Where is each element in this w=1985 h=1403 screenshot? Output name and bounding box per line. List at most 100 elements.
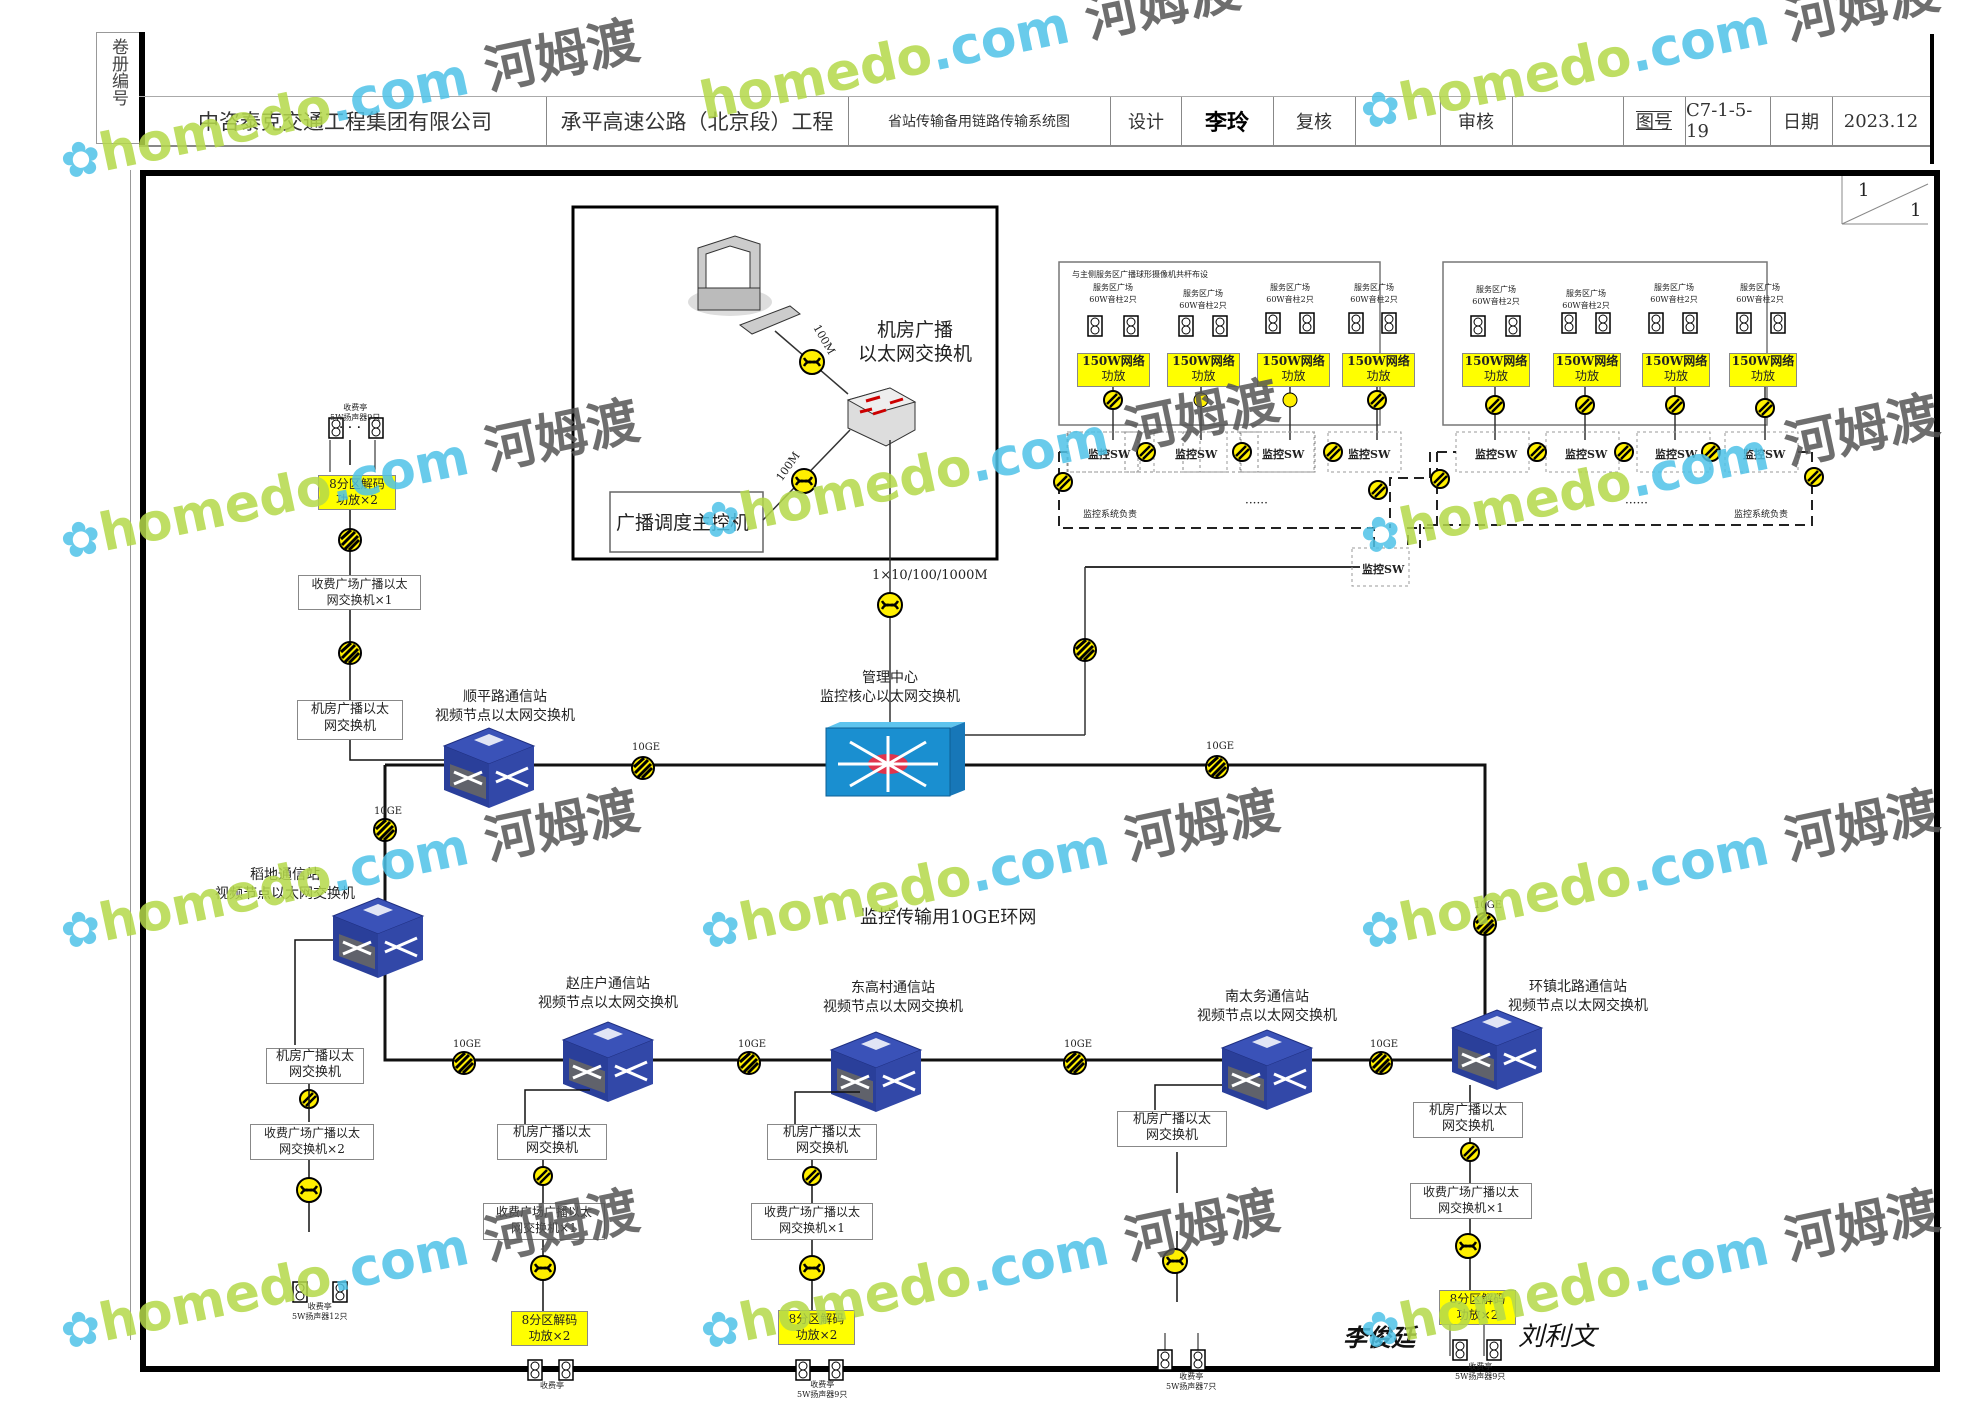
- divider: [1512, 97, 1513, 145]
- unit-l2: 60W音柱2只: [1562, 301, 1610, 310]
- label-line1: 收费亭: [343, 403, 368, 412]
- ellipsis: ······: [1625, 496, 1648, 510]
- unit-l1: 服务区广场: [1270, 283, 1310, 292]
- monitor-sw-label: 监控SW: [1348, 448, 1391, 461]
- decoder-amp-box: 8分区解码功放×2: [318, 475, 396, 510]
- room-switch-label: 机房广播 以太网交换机: [858, 318, 972, 366]
- station-sub: 视频节点以太网交换机: [215, 886, 355, 902]
- toll-switch-box: 收费广场广播以太网交换机×1: [1410, 1183, 1532, 1219]
- link-speed-label: 10GE: [1370, 1039, 1399, 1050]
- core-label-line2: 监控核心以太网交换机: [820, 689, 960, 705]
- unit-l2: 60W音柱2只: [1266, 295, 1314, 304]
- project-name: 承平高速公路（北京段）工程: [560, 110, 834, 134]
- decoder-amp-box: 8分区解码功放×2: [778, 1310, 855, 1345]
- core-switch-icon: [825, 722, 965, 797]
- label-line1: 收费亭: [307, 1302, 332, 1311]
- service-speakers-left: [1087, 312, 1397, 337]
- room-switch-box: 机房广播以太网交换机: [497, 1124, 607, 1160]
- amp-l1: 150W网络: [1172, 354, 1235, 368]
- decoder-amp-box: 8分区解码功放×2: [1439, 1290, 1516, 1325]
- service-unit: 服务区广场 60W音柱2只: [1546, 288, 1626, 312]
- approve-label: 审核: [1458, 112, 1494, 133]
- network-amp-box: 150W网络功放: [1642, 353, 1710, 387]
- host-label: 广播调度主控机: [616, 512, 750, 534]
- title-block-top-line: [139, 96, 1931, 97]
- box-line2: 网交换机: [323, 719, 376, 734]
- divider: [1355, 97, 1356, 145]
- amp-l2: 功放: [1366, 369, 1391, 383]
- box-line1: 8分区解码: [788, 1312, 845, 1326]
- amp-l1: 150W网络: [1555, 354, 1619, 368]
- box-line1: 收费广场广播以太: [1422, 1185, 1519, 1199]
- toll-switch-box: 收费广场广播以太网交换机×1: [298, 575, 421, 610]
- link-speed-label: 10GE: [374, 806, 403, 817]
- box-line1: 收费广场广播以太: [763, 1205, 860, 1219]
- amp-l1: 150W网络: [1731, 354, 1795, 368]
- amp-l1: 150W网络: [1644, 354, 1708, 368]
- station-name: 南太务通信站: [1225, 989, 1309, 1005]
- network-amp-box: 150W网络功放: [1257, 353, 1330, 387]
- label-line2: 5W扬声器12只: [292, 1312, 348, 1321]
- label-line2: 5W扬声器9只: [1455, 1372, 1506, 1381]
- service-unit: 服务区广场 60W音柱2只: [1250, 282, 1330, 306]
- amp-l1: 150W网络: [1464, 354, 1528, 368]
- room-switch-label-line2: 以太网交换机: [858, 343, 973, 365]
- station-label: 南太务通信站 视频节点以太网交换机: [1177, 988, 1357, 1026]
- box-line2: 网交换机: [525, 1141, 578, 1156]
- toll-switch-box: 收费广场广播以太网交换机×1: [483, 1203, 605, 1240]
- box-line2: 网交换机: [288, 1065, 341, 1080]
- station-label: 东高村通信站 视频节点以太网交换机: [803, 979, 983, 1017]
- box-line1: 8分区解码: [521, 1313, 578, 1327]
- station-name: 赵庄户通信站: [566, 976, 650, 992]
- divider: [1181, 97, 1182, 145]
- core-switch-label: 管理中心 监控核心以太网交换机: [800, 669, 980, 707]
- drawing-frame: [140, 170, 1940, 1372]
- link-speed-label: 10GE: [1474, 900, 1503, 911]
- box-line1: 机房广播以太: [1428, 1103, 1507, 1118]
- monitor-sw-label: 监控SW: [1088, 448, 1131, 461]
- volume-number-box: [96, 32, 140, 144]
- date-label: 日期: [1783, 112, 1819, 133]
- unit-l1: 服务区广场: [1740, 283, 1780, 292]
- network-amp-box: 150W网络功放: [1462, 353, 1530, 387]
- amp-l1: 150W网络: [1082, 354, 1145, 368]
- box-line1: 收费广场广播以太: [263, 1126, 360, 1140]
- room-switch-box: 机房广播以太网交换机: [767, 1124, 877, 1160]
- label-line2: 5W扬声器9只: [797, 1390, 848, 1399]
- date-value: 2023.12: [1843, 110, 1919, 132]
- box-line2: 网交换机×1: [511, 1221, 577, 1235]
- box-line1: 机房广播以太: [782, 1125, 861, 1140]
- monitor-sw-label: 监控SW: [1655, 448, 1698, 461]
- ellipsis: ······: [1245, 496, 1268, 510]
- unit-l2: 60W音柱2只: [1350, 295, 1398, 304]
- station-sub: 视频节点以太网交换机: [1197, 1008, 1337, 1024]
- link-speed-label: 10GE: [453, 1039, 482, 1050]
- monitor-sw-label: 监控SW: [1743, 448, 1786, 461]
- amp-l2: 功放: [1281, 369, 1306, 383]
- divider: [1440, 97, 1441, 145]
- box-line2: 网交换机×1: [779, 1221, 845, 1235]
- service-speakers-right: [1470, 312, 1786, 337]
- unit-l2: 60W音柱2只: [1736, 295, 1784, 304]
- network-amp-box: 150W网络功放: [1342, 353, 1415, 387]
- box-line2: 功放×2: [795, 1328, 838, 1342]
- station-sub: 视频节点以太网交换机: [435, 708, 575, 724]
- network-amp-box: 150W网络功放: [1167, 353, 1240, 387]
- sheet-total: 1: [1910, 200, 1922, 221]
- link-speed-label: 10GE: [632, 742, 661, 753]
- monitor-responsible-label: 监控系统负责: [1083, 510, 1138, 520]
- switch-donggaocun: [829, 1030, 923, 1114]
- label-line2: 5W扬声器9只: [330, 413, 381, 422]
- amp-l2: 功放: [1750, 369, 1775, 383]
- box-line1: 收费广场广播以太: [311, 577, 408, 591]
- room-switch-box: 机房广播以太网交换机: [1117, 1111, 1227, 1147]
- switch-huanzhenbeilu: [1450, 1008, 1544, 1092]
- link-speed-label: 10GE: [1206, 741, 1235, 752]
- divider: [1110, 97, 1111, 145]
- unit-l1: 服务区广场: [1566, 289, 1606, 298]
